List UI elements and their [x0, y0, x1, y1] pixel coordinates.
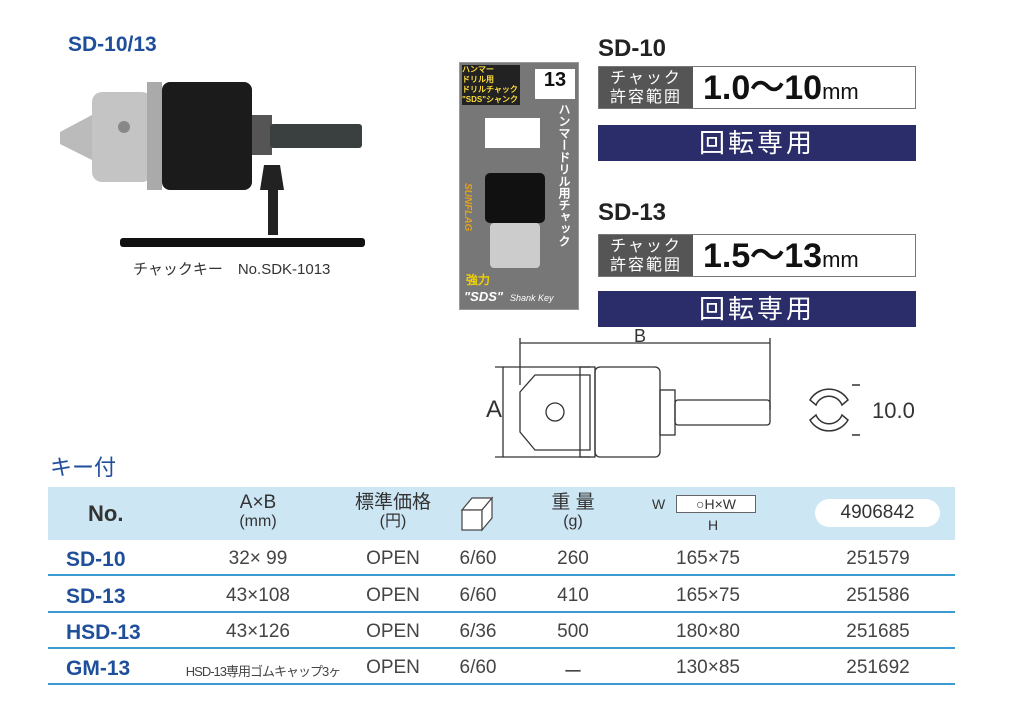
cell-size: 165×75: [676, 548, 740, 569]
brand-logo: SUNFLAG: [462, 183, 473, 232]
header-ab-label: A×B: [239, 492, 277, 513]
cell-price: OPEN: [366, 621, 420, 642]
cell-weight: 410: [557, 585, 589, 606]
cell-size: 165×75: [676, 585, 740, 606]
header-no: No.: [88, 501, 124, 526]
range-unit: mm: [822, 79, 859, 104]
package-text: "SDS"シャンク: [462, 95, 519, 104]
range-value: 1.0〜10: [703, 69, 823, 107]
header-weight-label: 重 量: [551, 492, 595, 513]
package-vertical-text: ハンマードリル用チャック: [557, 103, 571, 247]
cell-weight: 500: [557, 621, 589, 642]
range-value: 1.5〜13: [703, 237, 823, 275]
cell-ab: 43×108: [226, 585, 290, 606]
dimension-diagram: [495, 338, 771, 458]
cell-qty: 6/36: [459, 621, 497, 642]
cell-ab: 43×126: [226, 621, 290, 642]
header-w: W: [652, 496, 666, 512]
box-quantity-icon: [460, 496, 494, 532]
cell-qty: 6/60: [459, 585, 497, 606]
package-photo: ハンマー ドリル用 ドリルチャック "SDS"シャンク 13 ハンマードリル用チ…: [459, 62, 579, 310]
range-unit: mm: [822, 247, 859, 272]
package-text: "SDS": [464, 289, 504, 304]
cell-code: 251586: [846, 585, 910, 606]
cell-no: GM-13: [66, 657, 131, 680]
rotation-only-banner: 回転専用: [598, 125, 916, 161]
header-price-unit: (円): [379, 513, 407, 530]
cell-weight: ー: [563, 662, 583, 683]
cell-no: HSD-13: [66, 621, 141, 644]
table-row: SD-10 32× 99 OPEN 6/60 260 165×75 251579: [48, 540, 955, 576]
cell-ab: 32× 99: [228, 548, 288, 569]
table-row: SD-13 43×108 OPEN 6/60 410 165×75 251586: [48, 577, 955, 613]
cell-price: OPEN: [366, 585, 420, 606]
range-label: チャック: [610, 238, 682, 255]
sds-shank-cross-section-icon: [809, 384, 860, 436]
range-label: チャック: [610, 70, 682, 87]
cell-weight: 260: [557, 548, 589, 569]
section-title: キー付: [50, 455, 117, 480]
shank-size-label: 10.0: [872, 398, 915, 423]
package-text: ドリルチャック: [462, 85, 518, 94]
cell-no: SD-13: [66, 585, 126, 608]
header-hw: ○H×W: [676, 495, 756, 513]
package-text: ドリル用: [462, 75, 494, 84]
cell-ab: HSD-13専用ゴムキャップ3ヶ: [185, 664, 341, 679]
chuck-key-caption: チャックキー No.SDK-1013: [133, 261, 331, 278]
cell-size: 130×85: [676, 657, 740, 678]
package-text: ハンマー: [462, 65, 494, 74]
cell-code: 251579: [846, 548, 910, 569]
range-label: 許容範囲: [609, 89, 682, 106]
table-row: GM-13 HSD-13専用ゴムキャップ3ヶ OPEN 6/60 ー 130×8…: [48, 649, 955, 685]
cell-price: OPEN: [366, 657, 420, 678]
header-weight: 重 量(g): [533, 493, 613, 531]
rotation-only-banner: 回転専用: [598, 291, 916, 327]
dimension-a-label: A: [486, 396, 503, 423]
cell-size: 180×80: [676, 621, 740, 642]
cell-code: 251685: [846, 621, 910, 642]
cell-qty: 6/60: [459, 548, 497, 569]
header-price-label: 標準価格: [354, 492, 431, 513]
cell-code: 251692: [846, 657, 910, 678]
header-ab: A×B(mm): [218, 493, 298, 531]
header-ab-unit: (mm): [239, 513, 277, 530]
cell-no: SD-10: [66, 548, 126, 571]
package-size: 13: [535, 69, 575, 99]
dimension-b-label: B: [630, 328, 651, 342]
header-weight-unit: (g): [563, 513, 583, 530]
range-label: 許容範囲: [609, 257, 682, 274]
package-text: Shank Key: [510, 293, 554, 303]
cell-qty: 6/60: [459, 657, 497, 678]
spec-model: SD-10: [598, 35, 667, 62]
drill-chuck-photo: [60, 82, 365, 247]
spec-model: SD-13: [598, 199, 667, 226]
header-price: 標準価格(円): [343, 493, 443, 531]
header-jan-prefix: 4906842: [815, 499, 940, 527]
header-h: H: [708, 517, 719, 533]
table-row: HSD-13 43×126 OPEN 6/36 500 180×80 25168…: [48, 613, 955, 649]
chuck-range-box: チャック許容範囲 1.0〜10mm: [598, 66, 916, 109]
table-header: No. A×B(mm) 標準価格(円) 重 量(g) W ○H×W H 4906…: [48, 487, 955, 540]
package-text: 強力: [466, 273, 491, 287]
product-title: SD-10/13: [68, 33, 157, 56]
cell-price: OPEN: [366, 548, 420, 569]
chuck-range-box: チャック許容範囲 1.5〜13mm: [598, 234, 916, 277]
